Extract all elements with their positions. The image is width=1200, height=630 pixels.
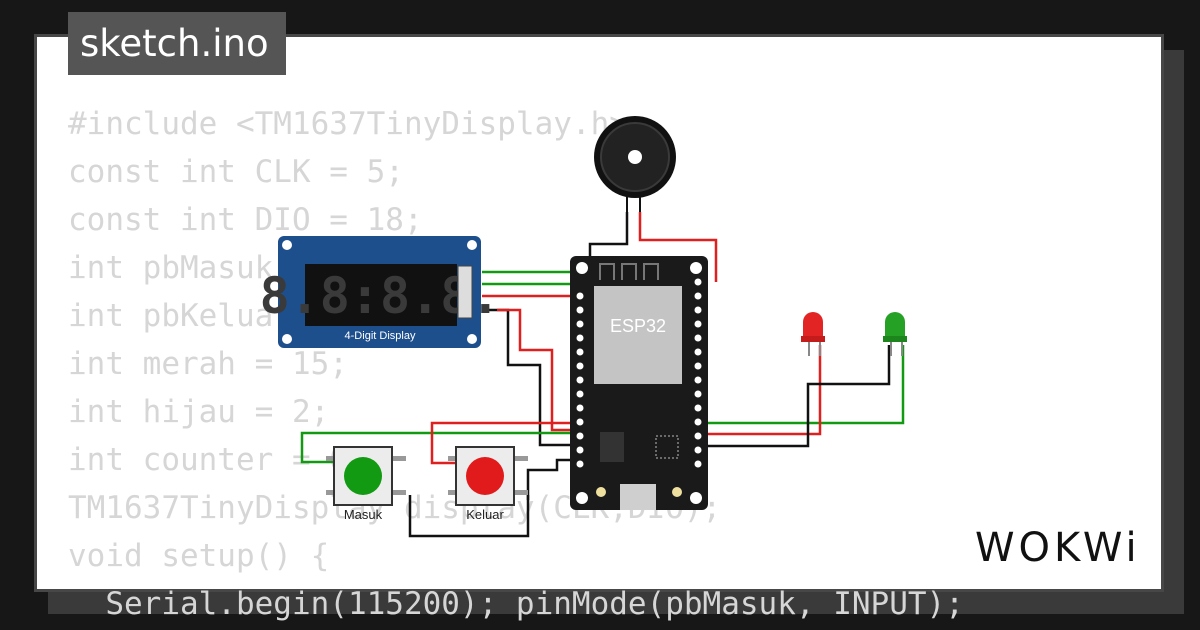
green-led[interactable] — [883, 312, 907, 356]
code-background: #include <TM1637TinyDisplay.h> const int … — [68, 100, 964, 628]
esp32-pins-left — [576, 292, 584, 468]
code-line: Serial.begin(115200); pinMode(pbMasuk, I… — [68, 586, 964, 622]
file-tab-label: sketch.ino — [80, 22, 269, 65]
mcu-label: ESP32 — [610, 316, 666, 336]
logo-text: WOKWi — [975, 525, 1141, 571]
code-line: int merah = 15; — [68, 346, 348, 382]
button-keluar[interactable]: Keluar — [448, 446, 528, 522]
code-line: const int DIO = 18; — [68, 202, 423, 238]
code-line: int hijau = 2; — [68, 394, 330, 430]
esp32-pins-right — [694, 278, 702, 468]
button-keluar-label: Keluar — [466, 507, 504, 522]
wokwi-logo: WOKWi — [975, 525, 1141, 571]
code-line: #include <TM1637TinyDisplay.h> — [68, 106, 628, 142]
code-line: const int CLK = 5; — [68, 154, 404, 190]
button-masuk[interactable]: Masuk — [326, 446, 406, 522]
esp32-board[interactable]: ESP32 — [570, 256, 708, 510]
file-tab[interactable]: sketch.ino — [68, 12, 286, 75]
code-line: void setup() { — [68, 538, 330, 574]
red-led[interactable] — [801, 312, 825, 356]
button-masuk-label: Masuk — [344, 507, 383, 522]
buzzer[interactable] — [594, 116, 676, 212]
four-digit-display[interactable]: 8.8:8.8. 4-Digit Display — [260, 236, 501, 348]
display-label: 4-Digit Display — [345, 330, 416, 342]
